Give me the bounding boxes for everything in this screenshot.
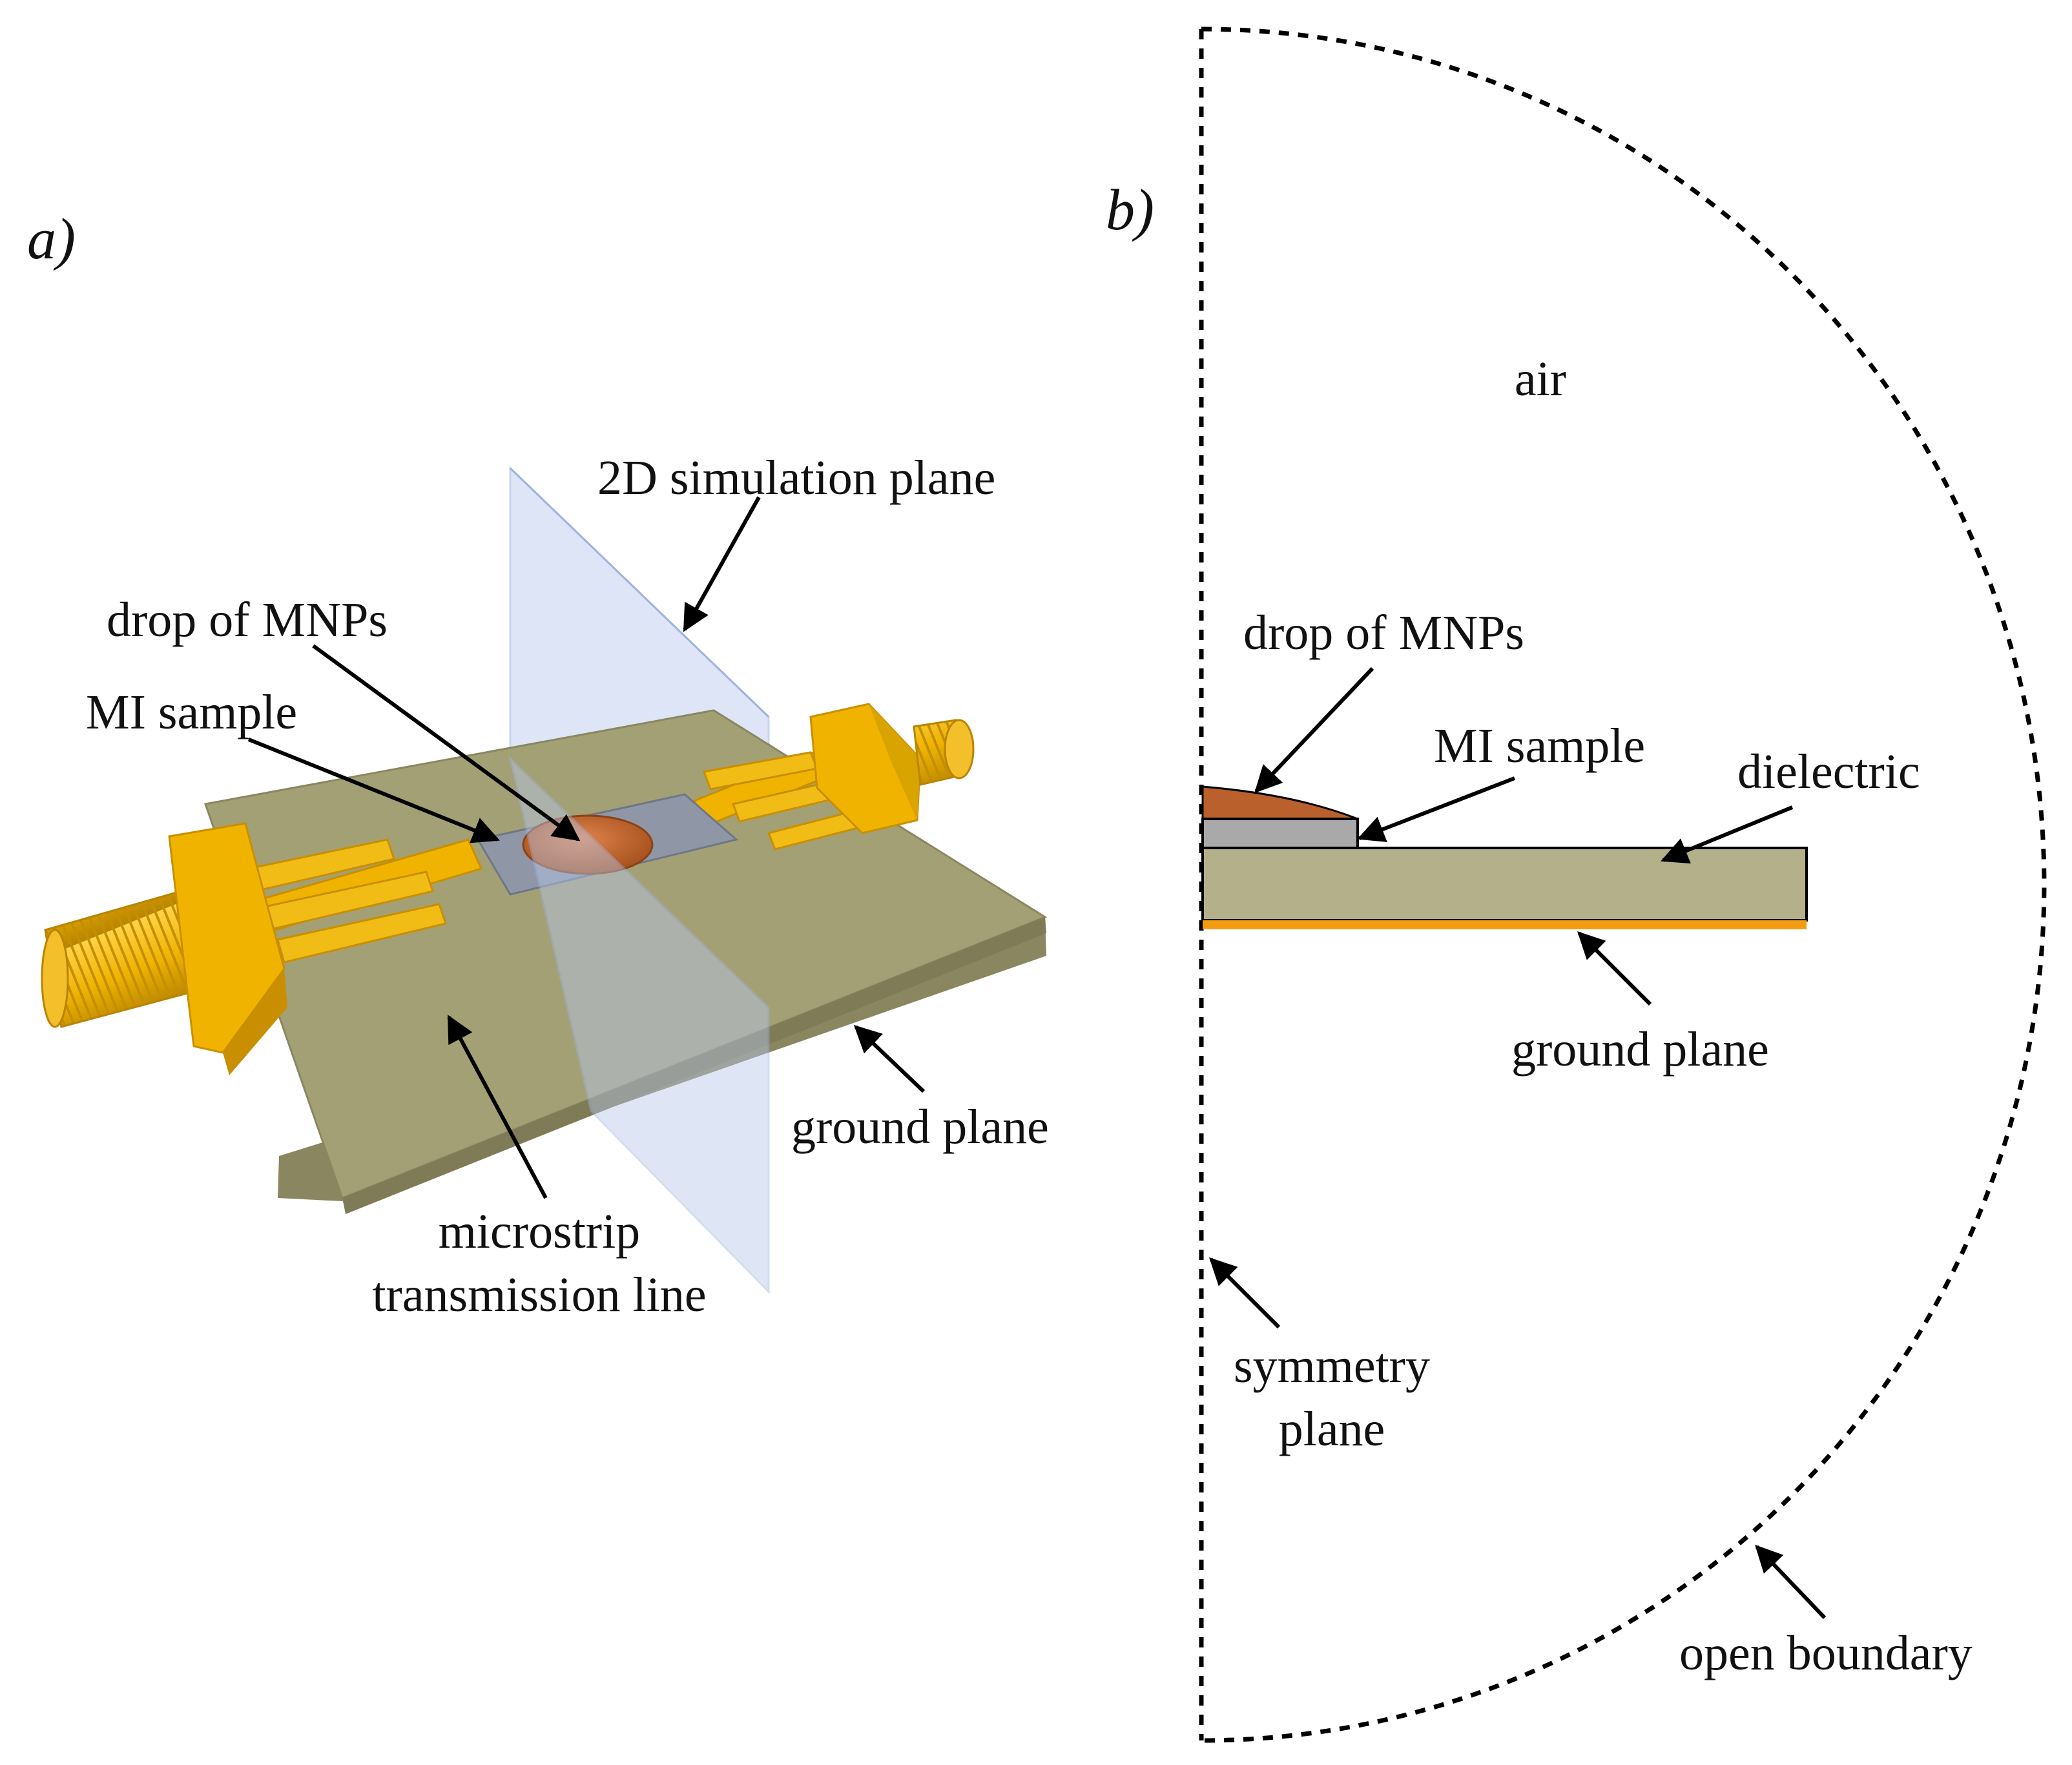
- board-front-edge: [342, 917, 1046, 1214]
- panel-a-letter: a): [27, 207, 76, 271]
- microstrip-line: [247, 751, 877, 964]
- arrow-open-boundary: [1755, 1544, 1827, 1620]
- arrow-mi-sample-a: [247, 738, 500, 843]
- label-air: air: [1515, 352, 1566, 406]
- arrow-symmetry-plane: [1209, 1257, 1281, 1329]
- arrow-dielectric: [1661, 805, 1794, 864]
- label-mi-sample-a: MI sample: [86, 685, 297, 739]
- ground-plane-2d: [1203, 920, 1807, 929]
- panel-b-letter: b): [1106, 178, 1154, 242]
- label-drop-b: drop of MNPs: [1243, 606, 1524, 660]
- connector-left-flange-side: [223, 969, 287, 1075]
- label-mi-sample-b: MI sample: [1434, 719, 1645, 773]
- arrow-ground-plane-a: [853, 1025, 926, 1093]
- arrow-drop-a: [312, 644, 581, 841]
- mi-sample-2d: [1201, 818, 1359, 849]
- connector-right-flange-face: [869, 704, 920, 820]
- label-microstrip-line1: microstrip: [439, 1204, 640, 1259]
- label-open-boundary: open boundary: [1679, 1626, 1973, 1680]
- label-symmetry-line1: symmetry: [1234, 1339, 1430, 1393]
- arrow-mi-sample-b: [1357, 776, 1516, 842]
- arrow-sim-plane: [683, 496, 761, 632]
- simulation-plane-front: [508, 756, 770, 1294]
- label-drop-a: drop of MNPs: [107, 593, 388, 647]
- label-microstrip-line2: transmission line: [372, 1268, 706, 1322]
- connector-left: [41, 822, 287, 1075]
- simulation-plane-top-edge: [509, 467, 770, 718]
- label-ground-plane-a: ground plane: [791, 1100, 1049, 1154]
- arrow-microstrip: [447, 1015, 548, 1199]
- arrow-ground-plane-b: [1577, 931, 1652, 1006]
- drop-2d: [1201, 785, 1358, 820]
- dielectric-2d: [1201, 847, 1808, 922]
- label-sim-plane: 2D simulation plane: [597, 451, 995, 505]
- connector-left-tip: [41, 929, 69, 1028]
- label-symmetry-line2: plane: [1279, 1402, 1385, 1456]
- arrow-drop-b: [1254, 666, 1374, 794]
- connector-right: [809, 703, 975, 834]
- open-boundary: [1201, 26, 2047, 1743]
- connector-right-tip: [944, 719, 975, 779]
- pad-left-3: [276, 903, 447, 964]
- panel-a: a): [27, 207, 1049, 1322]
- label-dielectric: dielectric: [1737, 745, 1920, 799]
- label-ground-plane-b: ground plane: [1511, 1022, 1769, 1077]
- panel-b: b) air drop of MNPs MI sample dielectric…: [1106, 26, 2047, 1743]
